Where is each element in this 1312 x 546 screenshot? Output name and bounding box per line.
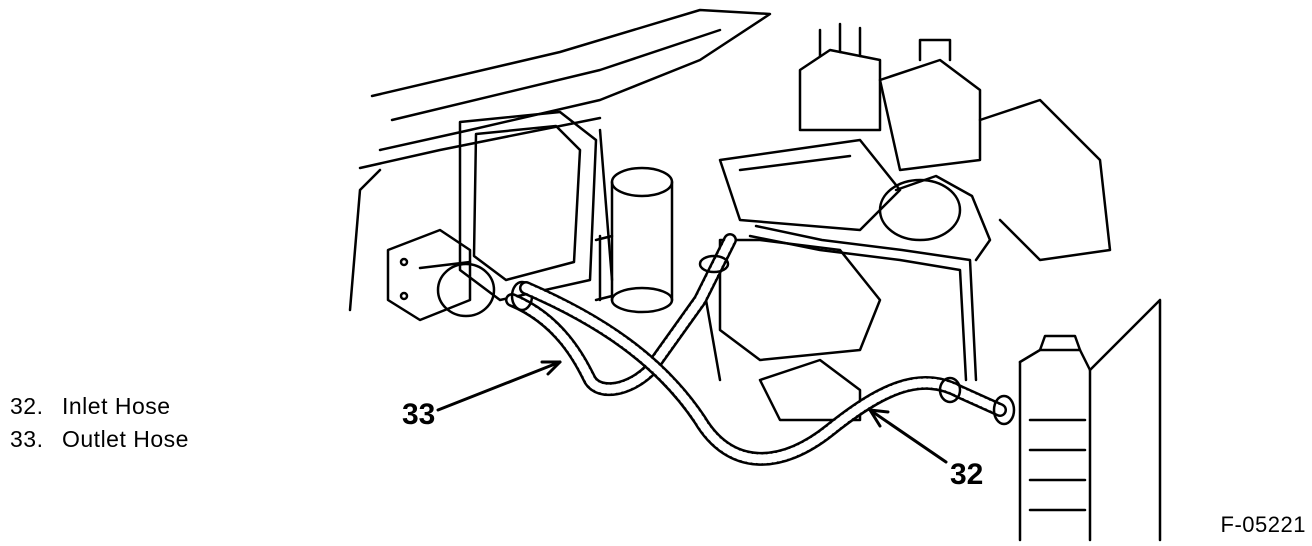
- blower-motor: [386, 228, 496, 322]
- figure-id: F-05221: [1220, 512, 1306, 537]
- callout-inlet-hose: 32: [950, 458, 984, 491]
- legend-number: 32.: [10, 393, 44, 419]
- engine-top: [718, 22, 1112, 262]
- legend: 32. Inlet Hose 33. Outlet Hose: [10, 390, 189, 456]
- receiver-drier: [594, 166, 674, 314]
- callout-outlet-hose: 33: [402, 398, 436, 431]
- callout-arrows: [436, 360, 948, 464]
- cowl-outline: [348, 8, 772, 312]
- legend-item-outlet-hose: 33. Outlet Hose: [10, 423, 189, 456]
- legend-number: 33.: [10, 426, 44, 452]
- heater-box: [458, 110, 614, 302]
- inlet-hose: [519, 281, 1016, 466]
- arrow-33: [436, 360, 562, 412]
- legend-label: Outlet Hose: [62, 426, 189, 452]
- legend-item-inlet-hose: 32. Inlet Hose: [10, 390, 189, 423]
- outlet-hose: [505, 233, 737, 396]
- radiator: [1018, 298, 1162, 542]
- legend-label: Inlet Hose: [62, 393, 171, 419]
- arrow-32: [868, 408, 948, 464]
- engine-block: [704, 238, 882, 422]
- vacuum-line: [748, 174, 992, 382]
